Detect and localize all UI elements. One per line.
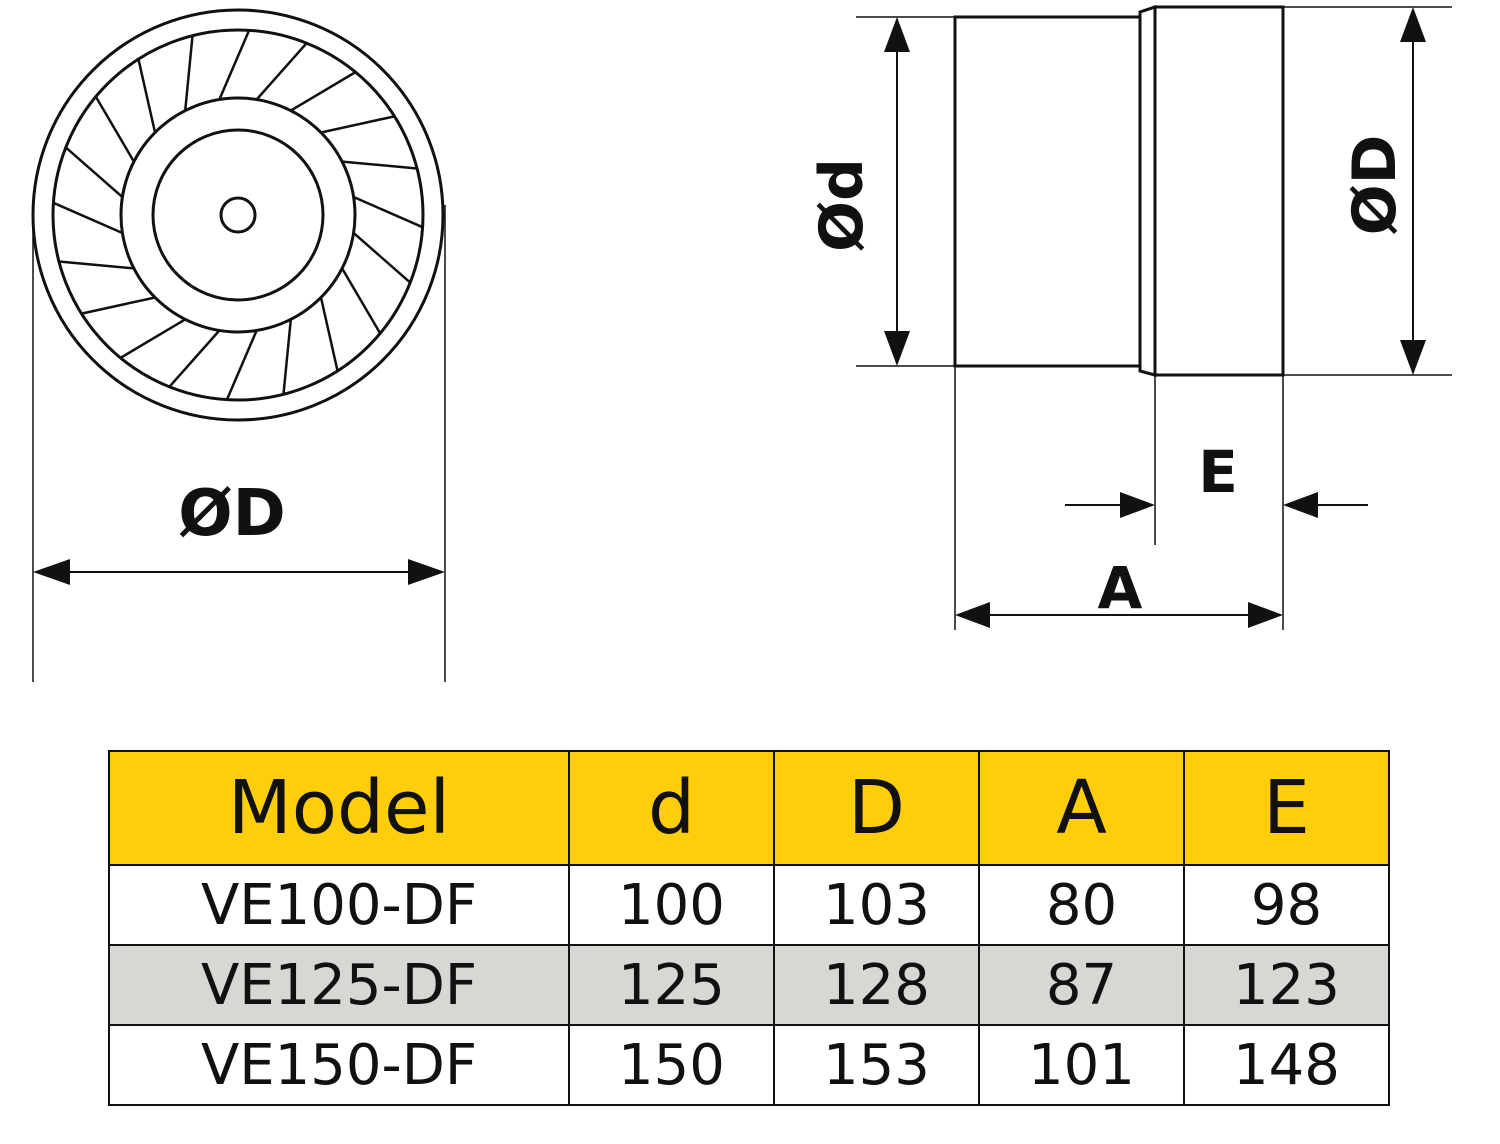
inlet-body	[953, 15, 1142, 368]
cell-a: 87	[978, 944, 1185, 1026]
cell-e: 123	[1183, 944, 1390, 1026]
side-dimensions	[856, 6, 1452, 630]
blade-edge	[255, 42, 308, 101]
blade-edge	[52, 201, 123, 235]
table-row: VE150-DF 150 153 101 148	[108, 1024, 1390, 1106]
hub-outer	[119, 96, 357, 334]
table-header-row: Model d D A E	[108, 750, 1390, 866]
arrow-right-icon	[1248, 602, 1283, 628]
outlet-body	[1153, 5, 1285, 377]
table-row: VE125-DF 125 128 87 123	[108, 944, 1390, 1026]
inner-ring	[51, 28, 425, 402]
arrow-up-icon	[884, 17, 910, 52]
blade-edge	[183, 35, 194, 111]
blade-edge	[352, 232, 412, 284]
side-arrows	[884, 7, 1426, 628]
step-collar	[1138, 4, 1157, 377]
cell-d: 100	[568, 864, 775, 946]
header-d: d	[568, 750, 775, 866]
blade-edge	[168, 329, 221, 388]
blade-edge	[225, 330, 258, 401]
blade-edge	[58, 260, 135, 270]
arrow-right-icon	[408, 559, 445, 585]
cell-big-d: 103	[773, 864, 980, 946]
length-a-label: A	[1098, 554, 1143, 622]
header-big-d: D	[773, 750, 980, 866]
cell-e: 98	[1183, 864, 1390, 946]
hub-inner	[151, 128, 325, 302]
outer-ring	[31, 8, 445, 422]
front-diameter-label: ØD	[178, 477, 286, 551]
blade-edge	[218, 29, 251, 100]
blade-edge	[137, 58, 157, 133]
length-e-label: E	[1198, 438, 1238, 506]
cell-model: VE125-DF	[108, 944, 570, 1026]
cell-d: 125	[568, 944, 775, 1026]
blade-edge	[353, 195, 424, 229]
arrow-left-icon	[33, 559, 70, 585]
blade-edge	[119, 318, 186, 359]
blade-edge	[341, 160, 418, 170]
blade-edge	[320, 115, 395, 134]
technical-drawing: ØD Ød ØD E A	[31, 4, 1452, 682]
blade-edge	[81, 296, 156, 315]
arrow-down-icon	[884, 331, 910, 366]
header-e: E	[1183, 750, 1390, 866]
blade-edge	[341, 267, 382, 334]
arrow-left-icon	[1283, 492, 1318, 518]
cell-d: 150	[568, 1024, 775, 1106]
shaft	[219, 196, 257, 234]
blade-edge	[290, 71, 357, 112]
cell-e: 148	[1183, 1024, 1390, 1106]
side-view	[953, 4, 1285, 377]
fan-blades	[52, 29, 424, 401]
cell-a: 80	[978, 864, 1185, 946]
table-row: VE100-DF 100 103 80 98	[108, 864, 1390, 946]
outlet-diameter-label: ØD	[1340, 135, 1410, 236]
dimensions-table: Model d D A E VE100-DF 100 103 80 98 VE1…	[108, 750, 1390, 1106]
arrow-up-icon	[1400, 7, 1426, 42]
arrow-down-icon	[1400, 340, 1426, 375]
blade-edge	[94, 96, 135, 163]
inlet-diameter-label: Ød	[807, 158, 877, 252]
blade-edge	[319, 297, 339, 372]
arrow-right-icon	[1120, 492, 1155, 518]
cell-model: VE150-DF	[108, 1024, 570, 1106]
blade-edge	[64, 146, 124, 198]
cell-a: 101	[978, 1024, 1185, 1106]
front-view	[31, 8, 445, 422]
cell-big-d: 128	[773, 944, 980, 1026]
cell-big-d: 153	[773, 1024, 980, 1106]
header-a: A	[978, 750, 1185, 866]
front-diameter-dimension: ØD	[32, 205, 446, 682]
blade-edge	[282, 319, 293, 395]
arrow-left-icon	[955, 602, 990, 628]
cell-model: VE100-DF	[108, 864, 570, 946]
header-model: Model	[108, 750, 570, 866]
